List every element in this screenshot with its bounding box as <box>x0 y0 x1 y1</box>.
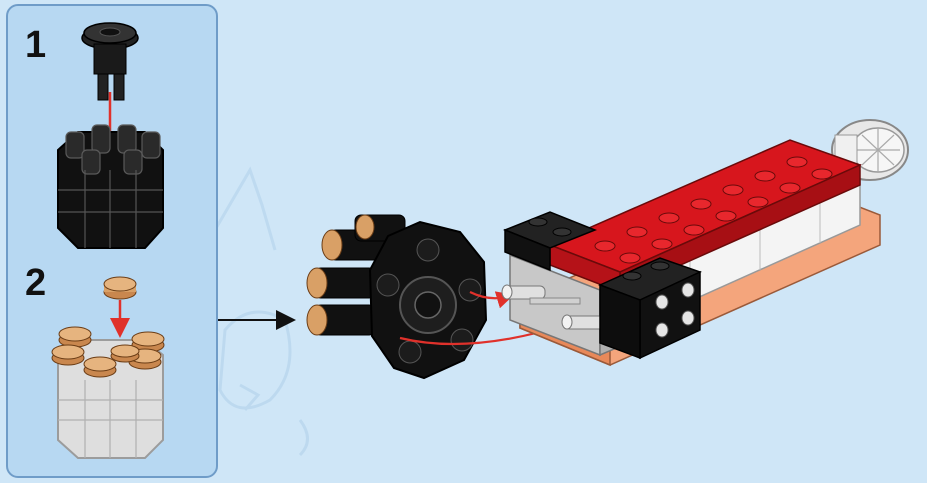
step1-connector-pin <box>82 23 138 100</box>
main-hub-assembly <box>307 215 486 378</box>
main-vehicle-body <box>502 120 908 365</box>
step2-tan-plate <box>104 277 136 299</box>
step1-black-hub <box>58 125 163 248</box>
